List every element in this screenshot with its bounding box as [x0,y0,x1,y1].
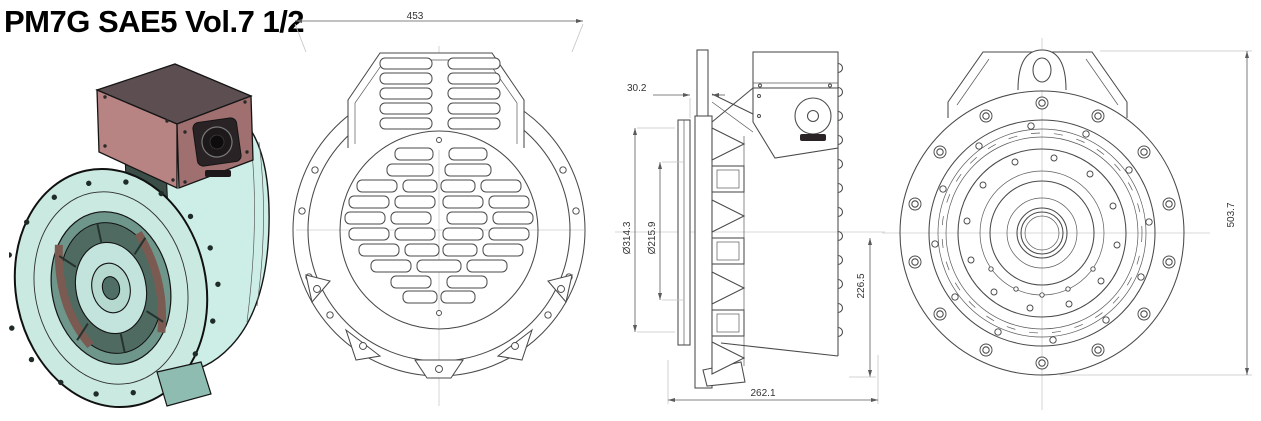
dim-side-spigot-diameter: Ø215.9 [647,161,683,301]
render-box-front [96,89,178,190]
render-flange-bolt-holes [9,179,221,397]
front-face-louvers [344,147,534,304]
dim-side-offset-label: 30.2 [627,83,647,94]
rear-view-drawing: 503.7 [882,38,1252,410]
render-foot [156,361,212,407]
side-terminal-box [752,51,839,159]
dim-front-width-label: 453 [407,11,424,22]
dim-rear-outer-diameter: 503.7 [1060,50,1252,376]
dim-side-flange-diameter-label: Ø314.3 [622,221,633,254]
render-box-screws [103,95,249,184]
dim-side-spigot-diameter-label: Ø215.9 [647,221,658,254]
dim-side-flange-offset: 30.2 [627,83,725,118]
side-view-drawing: 30.2 Ø314.3 Ø215.9 226.5 [615,49,885,404]
rear-inner-holes [931,122,1153,344]
rear-lifting-bracket [947,49,1128,118]
front-gussets [305,274,573,379]
dim-side-rear-height-label: 226.5 [856,273,867,298]
dim-front-width: 453 [294,11,584,53]
render-flange-disc [9,167,221,409]
render-connector [192,117,242,167]
rear-rim-bolts [908,96,1176,370]
side-flange-lugs [711,127,746,375]
dim-side-overall-length: 262.1 [667,355,879,404]
dim-rear-outer-diameter-label: 503.7 [1226,202,1237,227]
front-box-louvers [379,57,501,130]
dim-side-flange-diameter: Ø314.3 [622,127,675,333]
page-title: PM7G SAE5 Vol.7 1/2 [4,4,305,39]
side-box-label [800,134,826,141]
front-view-drawing: 453 [292,11,586,406]
render-box-slot [205,170,231,177]
generator-3d-render [9,63,270,409]
dim-side-rear-height: 226.5 [849,238,876,378]
dim-side-overall-length-label: 262.1 [750,388,775,399]
side-rear-louver-bumps [837,58,844,356]
